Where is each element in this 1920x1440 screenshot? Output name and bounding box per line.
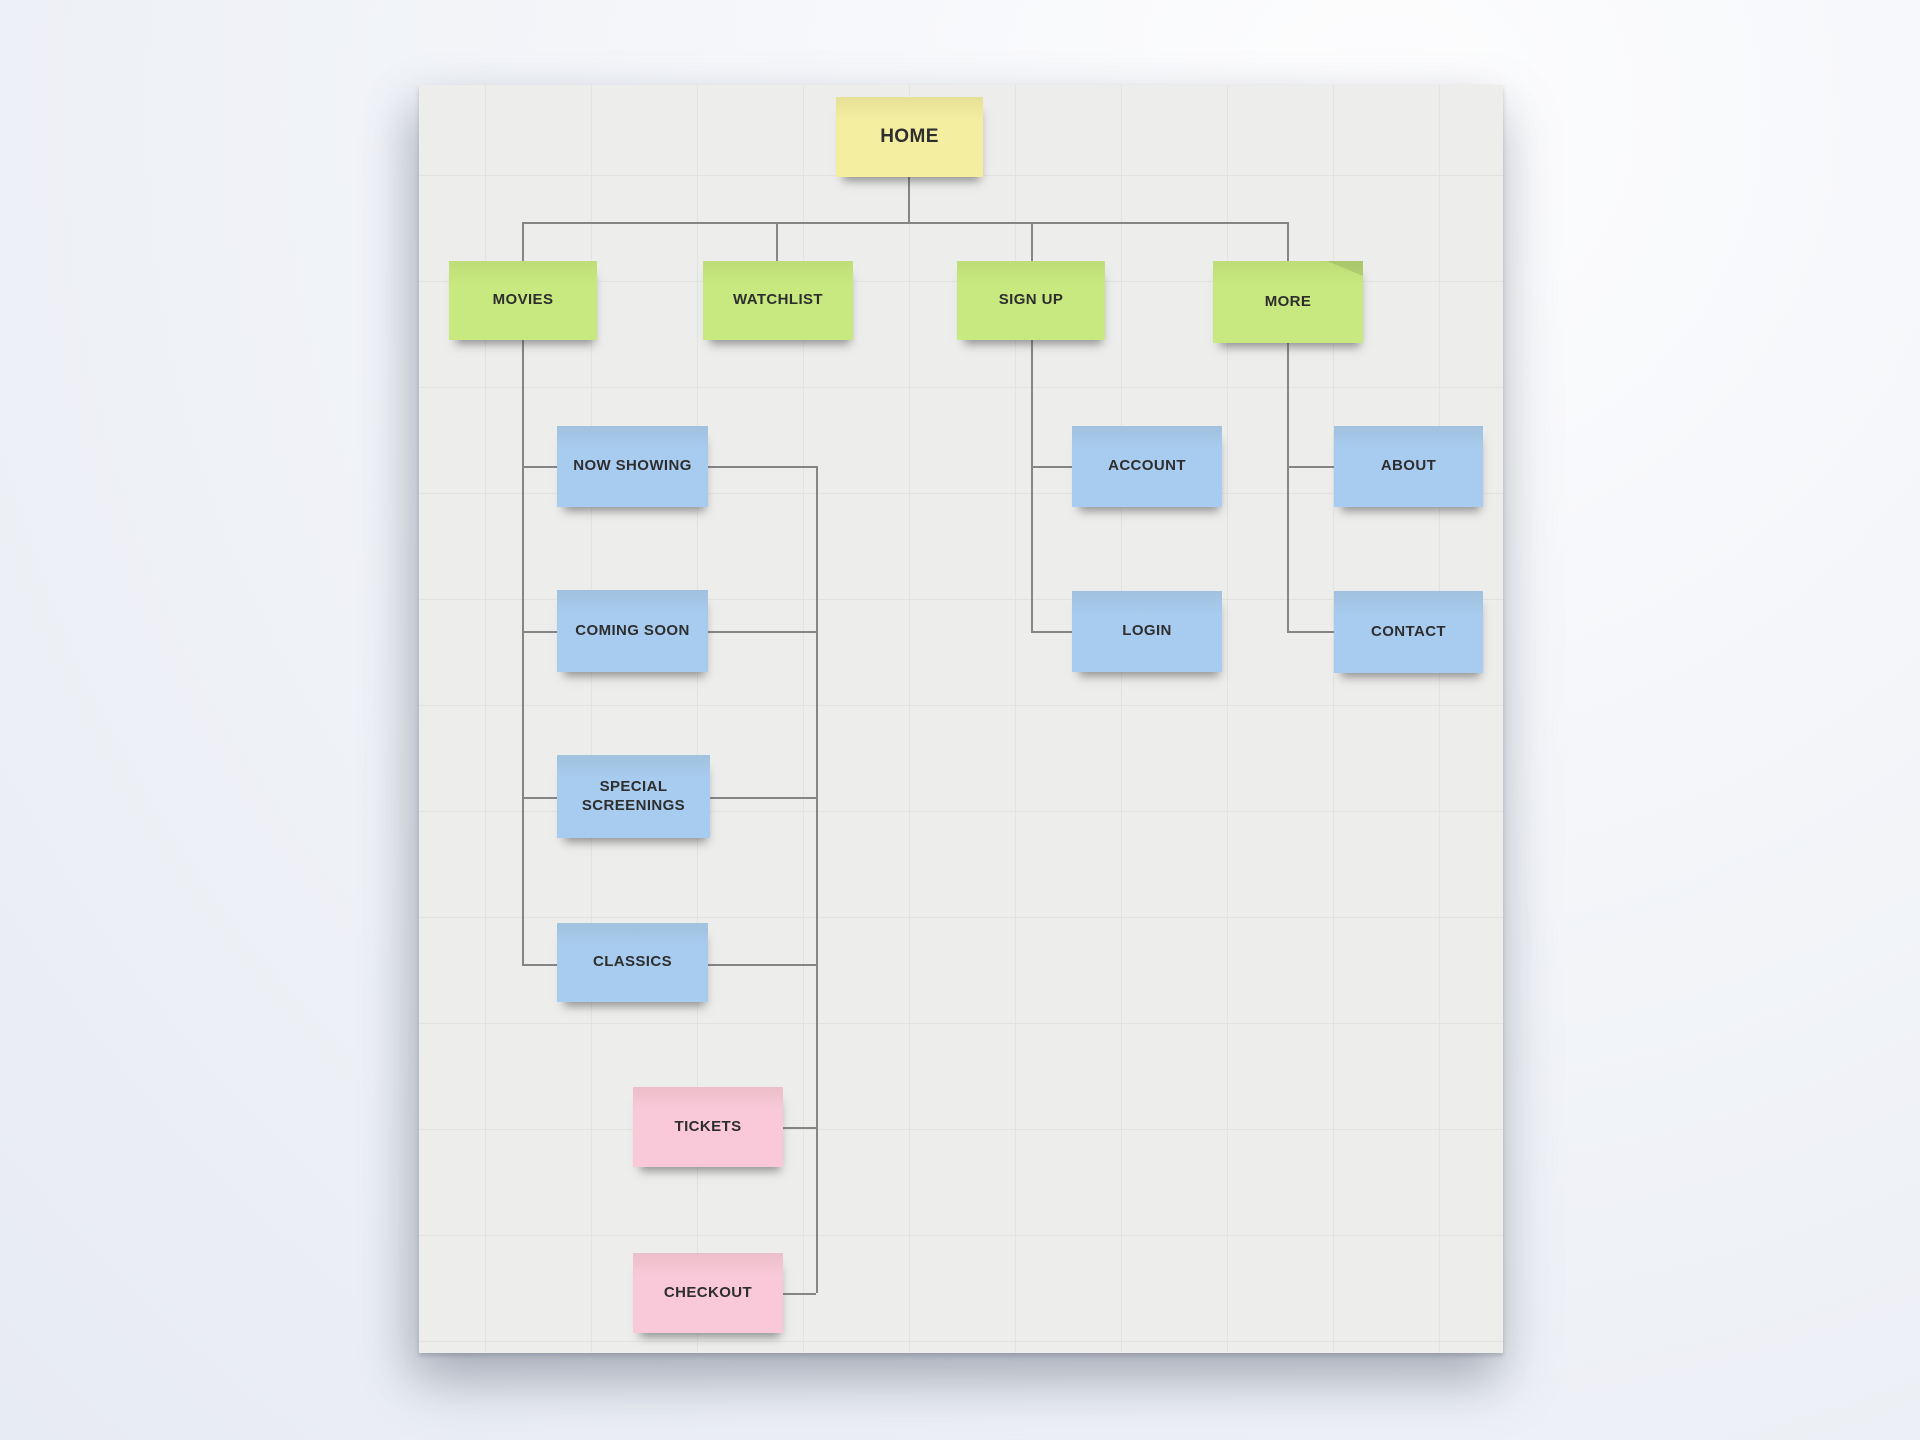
connector-line — [522, 340, 524, 966]
note-now-showing[interactable]: NOW SHOWING — [557, 426, 708, 507]
connector-line — [1031, 631, 1072, 633]
note-label: CLASSICS — [592, 953, 673, 971]
note-watchlist[interactable]: WATCHLIST — [703, 261, 853, 340]
note-sign-up[interactable]: SIGN UP — [957, 261, 1105, 340]
note-home[interactable]: HOME — [836, 97, 983, 177]
connector-line — [1287, 466, 1334, 468]
note-label: SIGN UP — [998, 291, 1064, 309]
connector-line — [522, 222, 524, 261]
note-label: TICKETS — [674, 1117, 742, 1135]
note-more[interactable]: MORE — [1213, 261, 1363, 343]
note-label: ABOUT — [1380, 457, 1437, 475]
connector-line — [1031, 222, 1033, 261]
note-label: COMING SOON — [575, 621, 690, 639]
note-about[interactable]: ABOUT — [1334, 426, 1483, 507]
connector-line — [708, 466, 816, 468]
note-coming-soon[interactable]: COMING SOON — [557, 590, 708, 672]
connector-line — [522, 222, 1289, 224]
connector-line — [776, 222, 778, 261]
note-label: LOGIN — [1122, 622, 1172, 640]
note-label: MOVIES — [492, 291, 554, 309]
folded-corner — [1327, 261, 1363, 276]
note-label: WATCHLIST — [733, 291, 823, 309]
note-tickets[interactable]: TICKETS — [633, 1087, 783, 1167]
connector-line — [783, 1127, 816, 1129]
connector-line — [908, 177, 910, 223]
note-label: CONTACT — [1370, 622, 1446, 640]
connector-line — [1031, 340, 1033, 633]
note-special-screenings[interactable]: SPECIAL SCREENINGS — [557, 755, 710, 838]
connector-line — [783, 1293, 816, 1295]
connector-line — [1287, 222, 1289, 261]
connector-line — [708, 797, 816, 799]
connector-line — [708, 964, 816, 966]
connector-line — [1287, 343, 1289, 633]
connector-line — [816, 466, 818, 1293]
note-label: NOW SHOWING — [573, 457, 692, 475]
note-account[interactable]: ACCOUNT — [1072, 426, 1222, 507]
connector-line — [522, 631, 557, 633]
note-label: SPECIAL SCREENINGS — [581, 777, 686, 814]
connector-line — [522, 797, 557, 799]
connector-line — [522, 964, 557, 966]
note-label: CHECKOUT — [663, 1283, 753, 1301]
connector-line — [1287, 631, 1334, 633]
connector-line — [1031, 466, 1072, 468]
note-label: ACCOUNT — [1108, 457, 1186, 475]
note-movies[interactable]: MOVIES — [449, 261, 597, 340]
note-label: MORE — [1264, 292, 1312, 310]
connector-line — [708, 631, 816, 633]
note-login[interactable]: LOGIN — [1072, 591, 1222, 672]
connector-line — [522, 466, 557, 468]
note-checkout[interactable]: CHECKOUT — [633, 1253, 783, 1333]
note-contact[interactable]: CONTACT — [1334, 591, 1483, 673]
note-label: HOME — [880, 126, 939, 148]
note-classics[interactable]: CLASSICS — [557, 923, 708, 1002]
